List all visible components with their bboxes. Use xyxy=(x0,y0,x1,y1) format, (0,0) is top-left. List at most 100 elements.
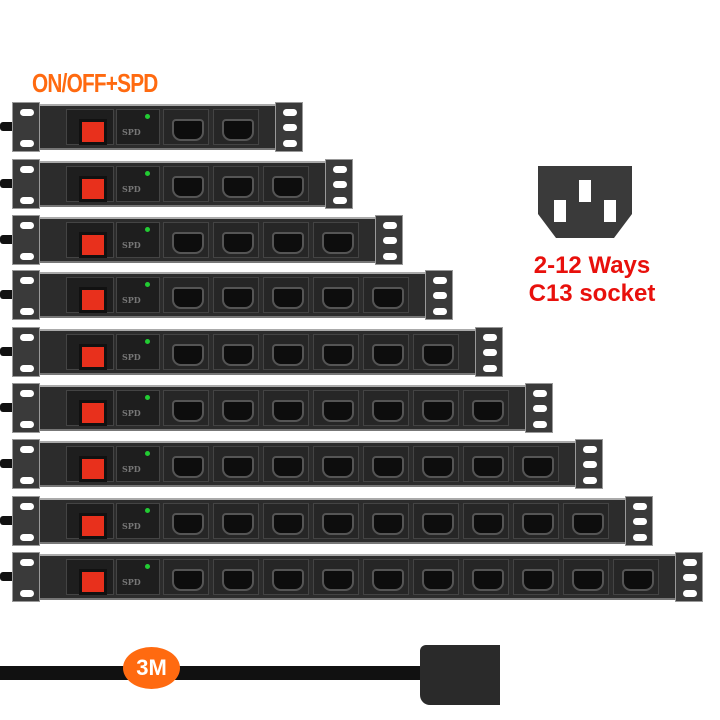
power-switch[interactable] xyxy=(79,569,107,595)
led-indicator xyxy=(145,114,150,119)
c13-socket xyxy=(363,446,409,482)
c13-socket xyxy=(313,390,359,426)
c13-socket xyxy=(313,277,359,313)
mount-bracket xyxy=(12,439,40,489)
c13-socket xyxy=(513,446,559,482)
spd-module: SPD xyxy=(116,277,160,313)
mount-bracket xyxy=(475,327,503,377)
strip-body: SPD xyxy=(40,161,325,207)
c13-socket xyxy=(213,109,259,145)
c13-socket xyxy=(563,559,609,595)
spd-module: SPD xyxy=(116,390,160,426)
switch-module xyxy=(66,222,114,258)
led-indicator xyxy=(145,227,150,232)
spd-module: SPD xyxy=(116,559,160,595)
spd-label: SPD xyxy=(122,127,141,137)
spd-module: SPD xyxy=(116,503,160,539)
spd-module: SPD xyxy=(116,446,160,482)
led-indicator xyxy=(145,395,150,400)
c13-socket xyxy=(313,334,359,370)
power-switch[interactable] xyxy=(79,513,107,539)
cable-length-badge: 3M xyxy=(123,647,180,689)
mount-bracket xyxy=(375,215,403,265)
power-switch[interactable] xyxy=(79,176,107,202)
c13-socket xyxy=(413,503,459,539)
cable xyxy=(0,572,20,581)
mount-bracket xyxy=(12,102,40,152)
c13-socket xyxy=(463,446,509,482)
socket-type-text: C13 socket xyxy=(528,280,656,307)
c13-socket xyxy=(263,222,309,258)
c13-socket xyxy=(563,503,609,539)
c13-socket xyxy=(363,559,409,595)
cable xyxy=(0,235,20,244)
feature-title: ON/OFF+SPD xyxy=(32,68,158,98)
led-indicator xyxy=(145,339,150,344)
c13-socket xyxy=(213,222,259,258)
switch-module xyxy=(66,390,114,426)
c13-socket xyxy=(163,390,209,426)
mount-bracket xyxy=(12,159,40,209)
power-cord xyxy=(0,666,420,680)
cable xyxy=(0,347,20,356)
strip-body: SPD xyxy=(40,217,375,263)
cable xyxy=(0,516,20,525)
spd-module: SPD xyxy=(116,334,160,370)
c13-socket xyxy=(213,166,259,202)
c13-socket xyxy=(163,446,209,482)
c13-socket xyxy=(513,559,559,595)
c13-socket xyxy=(413,446,459,482)
power-switch[interactable] xyxy=(79,287,107,313)
strip-body: SPD xyxy=(40,554,675,600)
c13-socket xyxy=(213,390,259,426)
c13-socket xyxy=(463,390,509,426)
power-switch[interactable] xyxy=(79,344,107,370)
switch-module xyxy=(66,559,114,595)
c13-socket xyxy=(163,277,209,313)
c13-socket xyxy=(463,559,509,595)
spd-module: SPD xyxy=(116,109,160,145)
strip-body: SPD xyxy=(40,441,575,487)
switch-module xyxy=(66,109,114,145)
mount-bracket xyxy=(12,327,40,377)
c13-socket xyxy=(163,109,209,145)
c13-socket xyxy=(363,503,409,539)
cable xyxy=(0,122,20,131)
ways-text: 2-12 Ways xyxy=(533,252,651,279)
c13-socket xyxy=(313,559,359,595)
c13-socket xyxy=(413,334,459,370)
c13-socket xyxy=(263,446,309,482)
c13-socket xyxy=(213,334,259,370)
strip-body: SPD xyxy=(40,385,525,431)
c13-socket xyxy=(513,503,559,539)
c13-socket xyxy=(313,503,359,539)
cable xyxy=(0,179,20,188)
mount-bracket xyxy=(575,439,603,489)
spd-label: SPD xyxy=(122,577,141,587)
c13-socket xyxy=(463,503,509,539)
power-switch[interactable] xyxy=(79,119,107,145)
led-indicator xyxy=(145,171,150,176)
c13-socket xyxy=(263,559,309,595)
c13-socket xyxy=(613,559,659,595)
c13-socket xyxy=(163,334,209,370)
c13-socket xyxy=(263,390,309,426)
c13-socket xyxy=(213,277,259,313)
c13-socket xyxy=(413,559,459,595)
spd-label: SPD xyxy=(122,408,141,418)
c13-socket xyxy=(313,446,359,482)
c13-socket xyxy=(363,390,409,426)
mount-bracket xyxy=(12,552,40,602)
c13-socket xyxy=(263,277,309,313)
spd-module: SPD xyxy=(116,166,160,202)
spd-label: SPD xyxy=(122,464,141,474)
mount-bracket xyxy=(675,552,703,602)
spd-label: SPD xyxy=(122,352,141,362)
c13-socket xyxy=(213,559,259,595)
power-switch[interactable] xyxy=(79,400,107,426)
c13-socket xyxy=(163,166,209,202)
power-switch[interactable] xyxy=(79,456,107,482)
switch-module xyxy=(66,166,114,202)
c13-socket xyxy=(163,559,209,595)
power-switch[interactable] xyxy=(79,232,107,258)
